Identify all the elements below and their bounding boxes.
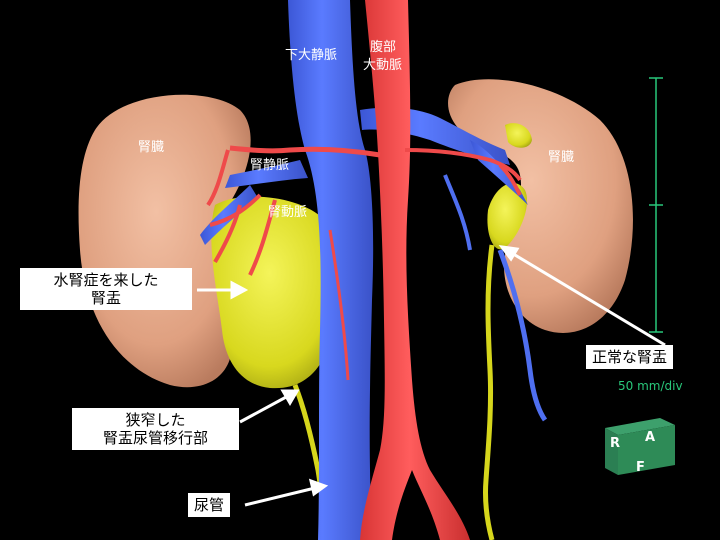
orientation-a: A bbox=[645, 430, 656, 445]
renal-vein-label: 腎静脈 bbox=[250, 158, 290, 173]
hydronephrosis-callout-line2: 腎盂 bbox=[90, 289, 121, 307]
orientation-cube bbox=[605, 418, 675, 475]
scale-label: 50 mm/div bbox=[618, 379, 683, 393]
inferior-vena-cava bbox=[288, 0, 374, 540]
scale-bar bbox=[649, 77, 663, 333]
renal-artery-label: 腎動脈 bbox=[268, 205, 308, 220]
ivc-label: 下大静脈 bbox=[285, 48, 338, 63]
left-kidney bbox=[78, 94, 251, 388]
hydronephrosis-callout-line1: 水腎症を来した bbox=[53, 271, 159, 289]
right-ureter bbox=[483, 244, 495, 540]
abdominal-aorta bbox=[360, 0, 470, 540]
upj-stenosis-callout: 狭窄した 腎盂尿管移行部 bbox=[72, 408, 239, 450]
left-kidney-label: 腎臓 bbox=[138, 140, 165, 155]
orientation-f: F bbox=[636, 460, 645, 475]
orientation-r: R bbox=[610, 436, 621, 451]
upj-callout-line1: 狭窄した bbox=[125, 411, 186, 429]
upj-callout-line2: 腎盂尿管移行部 bbox=[102, 429, 208, 447]
hydronephrotic-pelvis bbox=[211, 196, 341, 389]
normal-pelvis-callout: 正常な腎盂 bbox=[586, 345, 674, 369]
normal-pelvis bbox=[487, 182, 528, 250]
ureter-callout: 尿管 bbox=[188, 493, 231, 517]
right-kidney bbox=[448, 79, 633, 333]
aorta-label-line1: 腹部 bbox=[370, 40, 397, 55]
right-kidney-label: 腎臓 bbox=[548, 150, 575, 165]
hydronephrosis-callout: 水腎症を来した 腎盂 bbox=[20, 268, 192, 310]
aorta-label-line2: 大動脈 bbox=[363, 58, 403, 73]
